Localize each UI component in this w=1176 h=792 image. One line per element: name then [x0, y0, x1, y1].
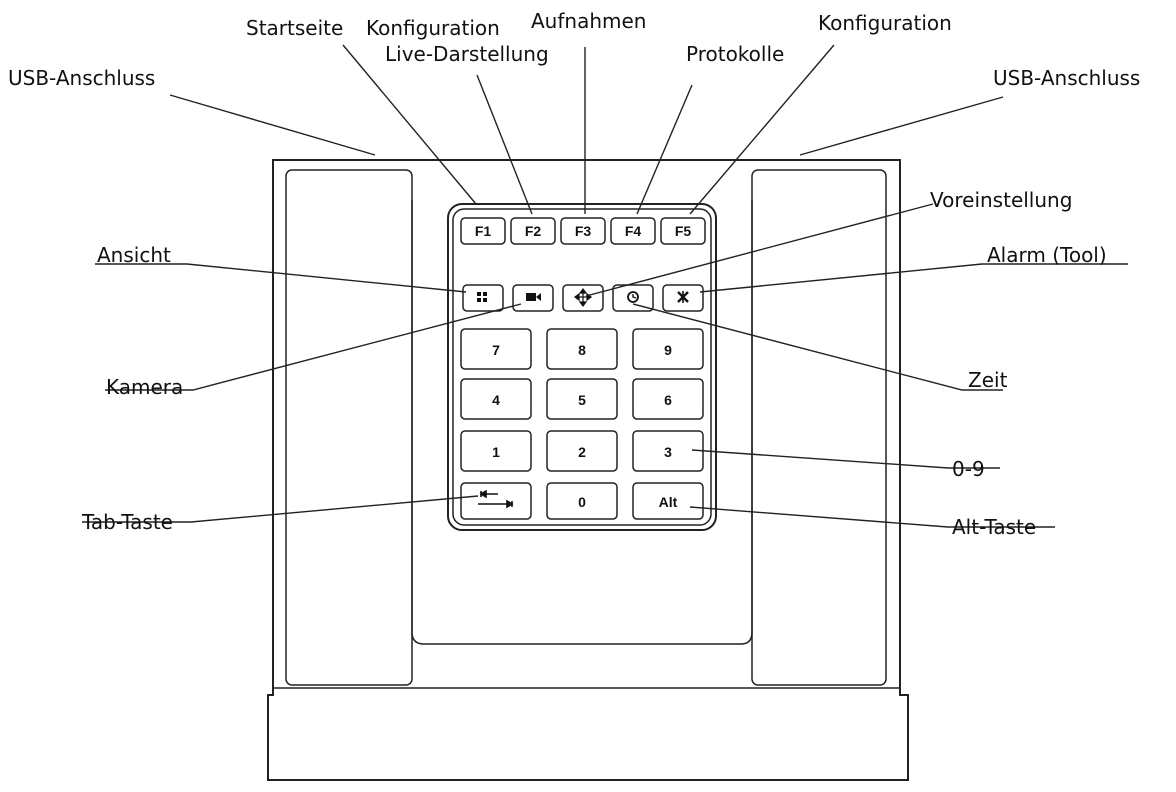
label-ansicht: Ansicht: [97, 243, 171, 267]
key-f4[interactable]: [610, 217, 656, 245]
key-8-label: 8: [578, 342, 586, 358]
key-5-label: 5: [578, 392, 586, 408]
camera-icon: [526, 293, 541, 301]
keypad: F1 F2 F3 F4 F5: [447, 203, 717, 531]
key-0-label: 0: [578, 494, 586, 510]
clock-icon: [627, 291, 639, 303]
leader-voreinstellung: [585, 203, 934, 297]
tab-arrows-icon: [478, 489, 514, 509]
key-voreinstellung[interactable]: [562, 284, 604, 312]
leader-startseite: [342, 44, 477, 205]
key-7[interactable]: [460, 328, 532, 370]
key-f1-label: F1: [475, 223, 492, 239]
label-voreinstellung: Voreinstellung: [930, 188, 1072, 212]
key-6[interactable]: [632, 378, 704, 420]
key-2[interactable]: [546, 430, 618, 472]
leader-kamera: [105, 303, 522, 391]
label-konfiguration-f5: Konfiguration: [818, 11, 952, 35]
leader-usb-left: [169, 94, 376, 156]
key-2-label: 2: [578, 444, 586, 460]
key-zeit[interactable]: [612, 284, 654, 312]
leader-live: [476, 74, 533, 215]
key-f2[interactable]: [510, 217, 556, 245]
label-alt: Alt-Taste: [952, 515, 1036, 539]
key-6-label: 6: [664, 392, 672, 408]
key-alt[interactable]: [632, 482, 704, 520]
label-ziffern: 0-9: [952, 457, 985, 481]
key-ansicht[interactable]: [462, 284, 504, 312]
label-kamera: Kamera: [106, 375, 183, 399]
key-f2-label: F2: [525, 223, 542, 239]
leader-lines: [82, 44, 1128, 528]
key-f5[interactable]: [660, 217, 706, 245]
key-alt-label: Alt: [659, 494, 678, 510]
alarm-icon: [677, 291, 689, 303]
label-alarm: Alarm (Tool): [987, 243, 1107, 267]
key-f4-label: F4: [625, 223, 642, 239]
key-9[interactable]: [632, 328, 704, 370]
key-f1[interactable]: [460, 217, 506, 245]
leader-konfiguration-f5: [689, 44, 835, 215]
label-aufnahmen: Aufnahmen: [531, 9, 646, 33]
label-live: Live-Darstellung: [385, 42, 549, 66]
leader-alarm: [699, 263, 1128, 293]
grid-icon: [477, 292, 487, 302]
ptz-move-icon: [574, 288, 592, 307]
label-konfiguration-f2: Konfiguration: [366, 16, 500, 40]
function-keys: F1 F2 F3 F4 F5: [460, 217, 706, 245]
key-1[interactable]: [460, 430, 532, 472]
label-usb-left: USB-Anschluss: [8, 66, 155, 90]
label-protokolle: Protokolle: [686, 42, 784, 66]
key-alarm[interactable]: [662, 284, 704, 312]
leader-ziffern: [691, 449, 1000, 469]
icon-keys: [462, 284, 704, 312]
label-startseite: Startseite: [246, 16, 343, 40]
key-4-label: 4: [492, 392, 500, 408]
leader-ansicht: [95, 263, 467, 293]
key-tab[interactable]: [460, 482, 532, 520]
leader-usb-right: [799, 96, 1004, 156]
leader-zeit: [632, 303, 1003, 391]
leader-alt: [689, 506, 1055, 528]
key-f3[interactable]: [560, 217, 606, 245]
key-9-label: 9: [664, 342, 672, 358]
callout-labels: USB-Anschluss USB-Anschluss Startseite K…: [8, 9, 1140, 539]
number-keys: 7 8 9 4 5 6 1 2 3 0: [460, 328, 704, 520]
device-body: [267, 159, 909, 781]
label-usb-right: USB-Anschluss: [993, 66, 1140, 90]
key-f5-label: F5: [675, 223, 692, 239]
key-5[interactable]: [546, 378, 618, 420]
key-1-label: 1: [492, 444, 500, 460]
key-8[interactable]: [546, 328, 618, 370]
leader-protokolle: [636, 84, 693, 215]
key-3-label: 3: [664, 444, 672, 460]
key-4[interactable]: [460, 378, 532, 420]
label-zeit: Zeit: [968, 368, 1008, 392]
key-f3-label: F3: [575, 223, 592, 239]
label-tab: Tab-Taste: [81, 510, 173, 534]
key-0[interactable]: [546, 482, 618, 520]
leader-tab: [82, 495, 479, 523]
key-7-label: 7: [492, 342, 500, 358]
key-kamera[interactable]: [512, 284, 554, 312]
